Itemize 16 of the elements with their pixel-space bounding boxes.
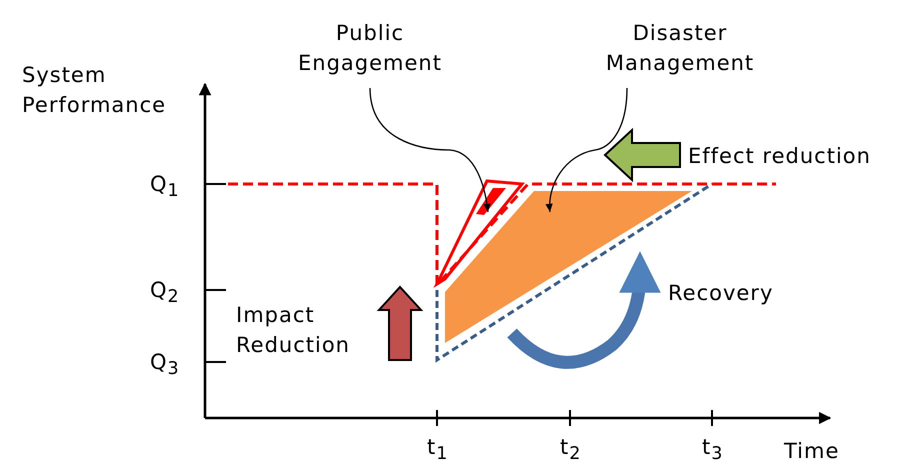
tick-label: t$_{2}$ xyxy=(560,434,582,461)
leader-line xyxy=(546,88,628,212)
annotation-text: Public Engagement xyxy=(295,18,445,78)
annotation-text: Effect reduction xyxy=(688,143,871,170)
tick-label: Q$_{1}$ xyxy=(150,171,180,204)
annotation-text: Recovery xyxy=(668,280,774,307)
axis-title: System Performance xyxy=(22,62,168,119)
annotation-text: Disaster Management xyxy=(590,18,770,78)
tick-label: Q$_{2}$ xyxy=(150,277,180,310)
axis-title: Time xyxy=(784,438,840,461)
wedge-shape xyxy=(433,179,525,288)
annotation-text: Impact Reduction xyxy=(236,302,351,359)
tick-label: t$_{3}$ xyxy=(702,434,724,461)
tick-label: Q$_{3}$ xyxy=(150,349,180,382)
tick-label: t$_{1}$ xyxy=(427,434,448,461)
leader-line xyxy=(369,88,491,212)
